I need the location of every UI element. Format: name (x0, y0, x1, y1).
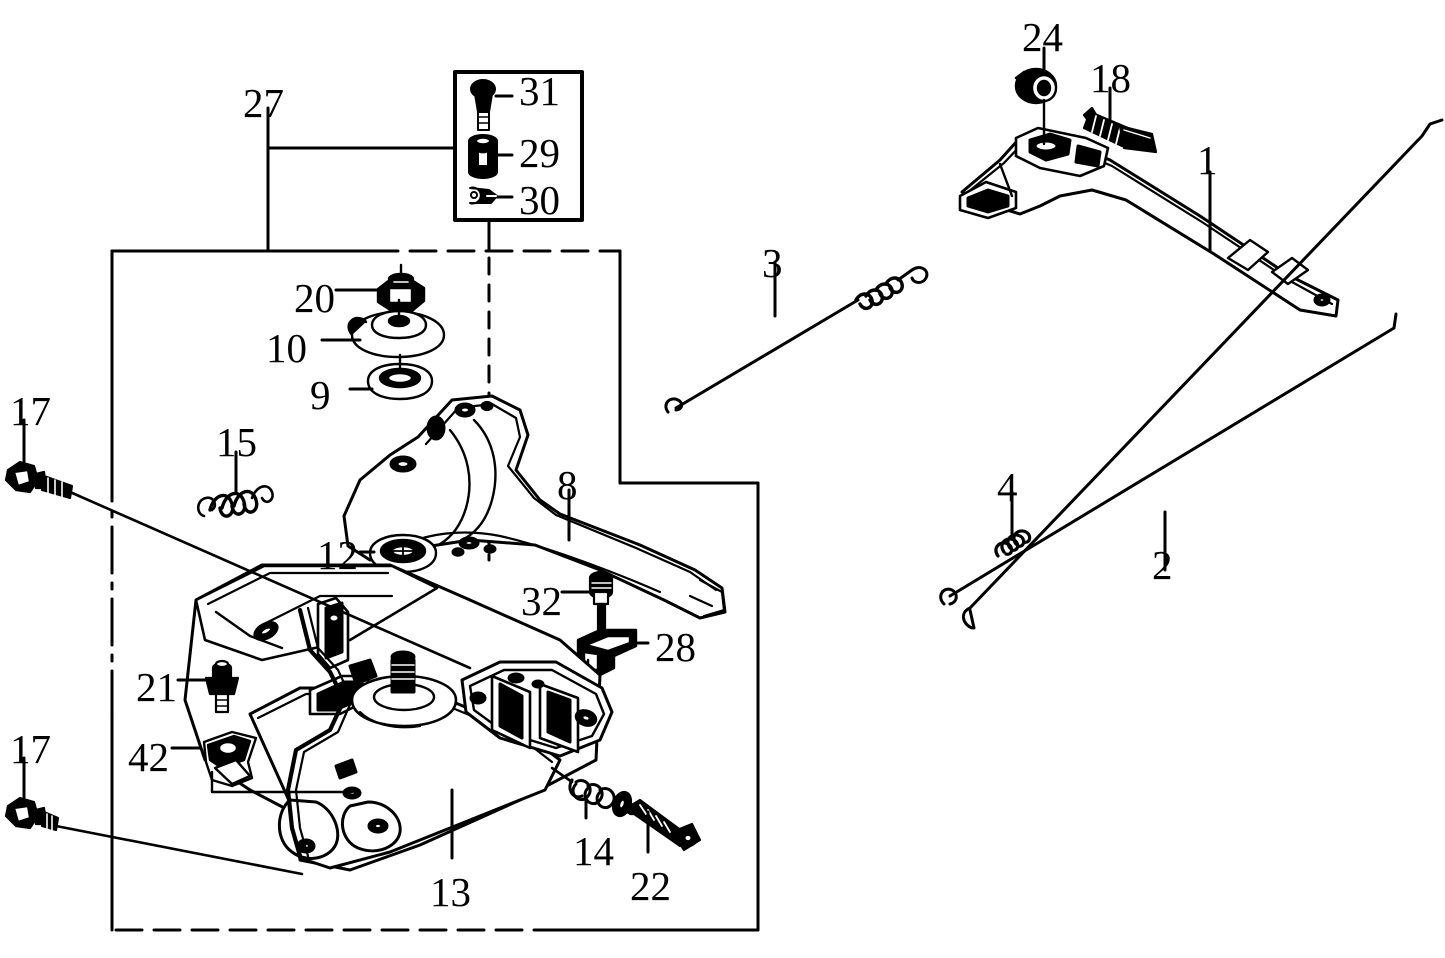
part-14-compression-spring (550, 766, 633, 818)
part-29-barrel-adjuster (468, 134, 498, 179)
callout-28[interactable]: 28 (655, 624, 696, 670)
part-13-main-bracket (183, 563, 614, 872)
callout-21[interactable]: 21 (136, 664, 177, 710)
part-24-bushing (1014, 67, 1058, 146)
callout-1[interactable]: 1 (1197, 137, 1218, 183)
callout-17-lower[interactable]: 17 (10, 726, 51, 772)
part-30-retainer-clip (469, 186, 498, 205)
part-20-cap-nut (376, 263, 426, 313)
part-21-grease-fitting (204, 659, 240, 714)
part-28-channel-clip (576, 628, 638, 677)
callout-42[interactable]: 42 (128, 734, 169, 780)
part-32-ball-stud (588, 570, 614, 632)
callout-22[interactable]: 22 (630, 863, 671, 909)
leader-17-lower-to-part (54, 824, 304, 876)
callout-18[interactable]: 18 (1090, 55, 1131, 101)
part-18-flange-bolt (1082, 106, 1158, 154)
part-9-flanged-washer (366, 353, 434, 401)
callout-17-upper[interactable]: 17 (10, 388, 51, 434)
part-42-cable-clamp (202, 730, 258, 788)
leader-42-mount (210, 770, 354, 794)
part-31-ball-joint-stud (470, 79, 496, 131)
part-1-control-lever (958, 126, 1340, 318)
callout-8[interactable]: 8 (557, 462, 578, 508)
callout-4[interactable]: 4 (997, 464, 1018, 510)
callout-13[interactable]: 13 (430, 869, 471, 915)
callout-14[interactable]: 14 (573, 828, 614, 874)
leader-27 (266, 106, 457, 253)
part-17-bolt-lower (4, 796, 60, 832)
part-15-extension-spring (196, 485, 274, 518)
callout-30[interactable]: 30 (519, 177, 560, 223)
callout-9[interactable]: 9 (310, 372, 331, 418)
part-2-long-rod (939, 118, 1444, 630)
leader-17-upper-to-part (68, 490, 472, 670)
part-4-small-spring (994, 529, 1032, 558)
callout-32[interactable]: 32 (521, 578, 562, 624)
callout-10[interactable]: 10 (266, 325, 307, 371)
part-17-bolt-upper (4, 460, 74, 500)
callout-15[interactable]: 15 (216, 419, 257, 465)
callout-3[interactable]: 3 (762, 240, 783, 286)
callout-24[interactable]: 24 (1022, 14, 1063, 60)
callout-12[interactable]: 12 (317, 532, 358, 578)
part-22-shoulder-bolt (625, 798, 702, 852)
callout-2[interactable]: 2 (1152, 542, 1173, 588)
assembly-boundary-27 (110, 249, 760, 932)
callout-27[interactable]: 27 (243, 80, 284, 126)
callout-31[interactable]: 31 (519, 68, 560, 114)
hardware-inset-box (453, 70, 584, 222)
part-10-pivot-cap (347, 298, 446, 359)
part-3-rod-spring (664, 266, 929, 414)
callout-20[interactable]: 20 (294, 275, 335, 321)
part-8-upper-link-arm (342, 394, 727, 620)
callout-29[interactable]: 29 (519, 130, 560, 176)
